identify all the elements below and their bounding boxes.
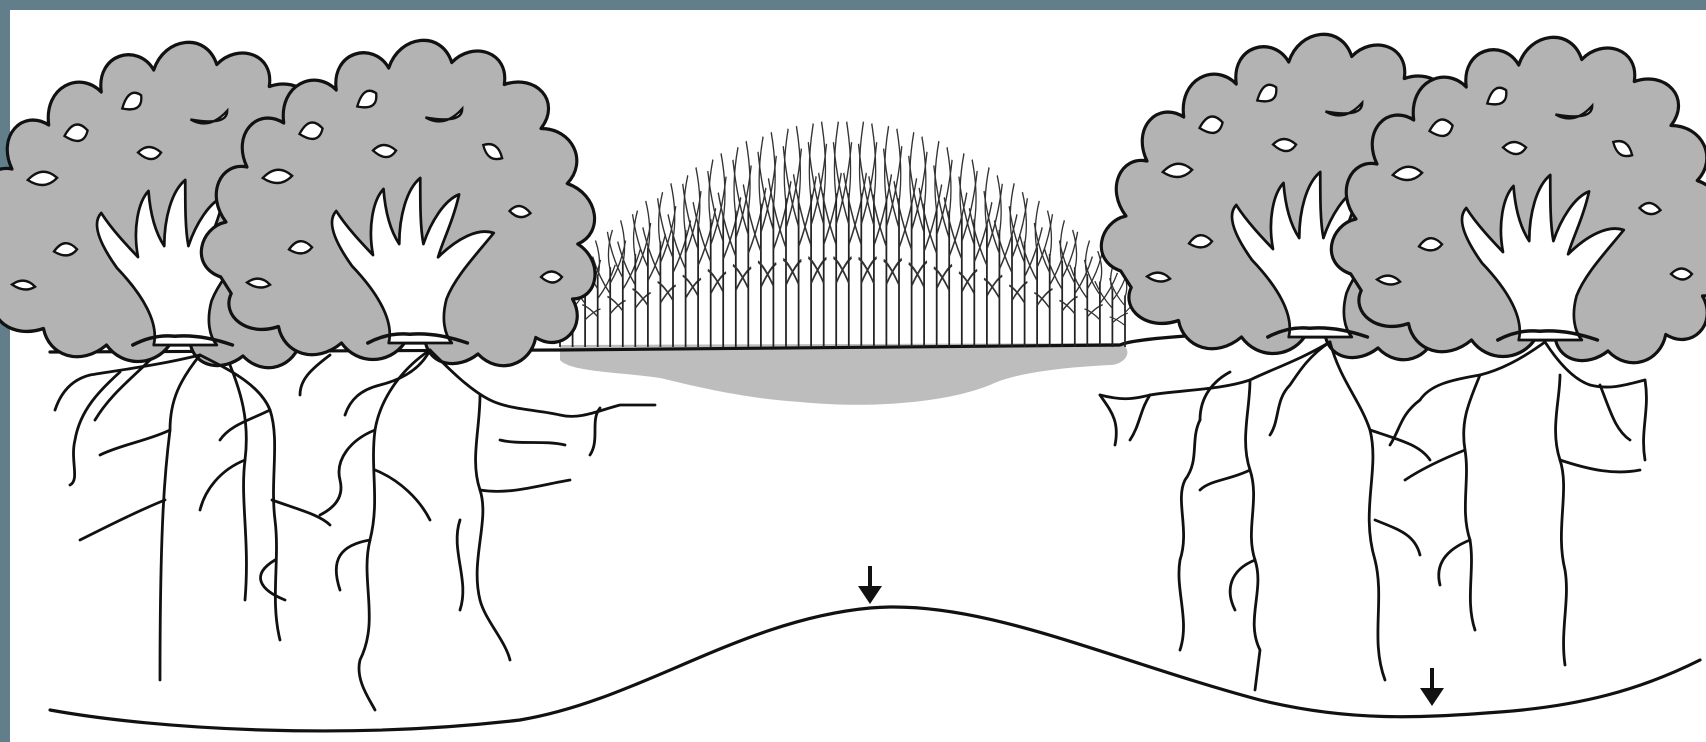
agroforestry-water-diagram [0, 0, 1706, 742]
